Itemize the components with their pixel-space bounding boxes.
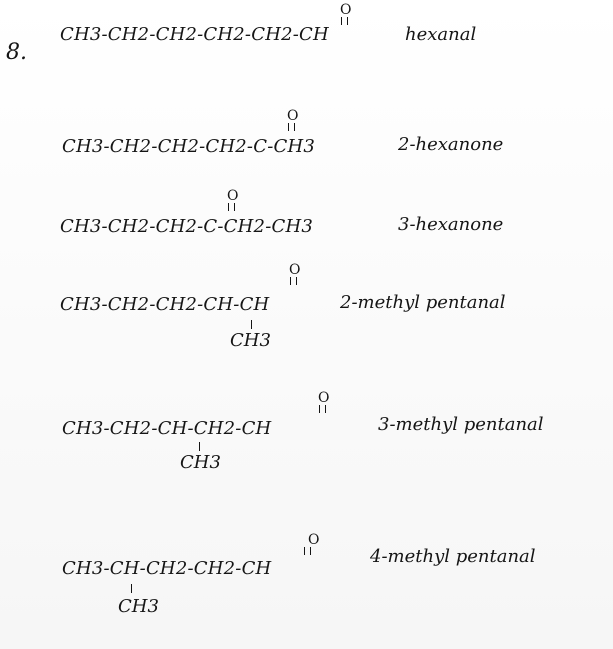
methyl-branch: CH3 [180,452,221,473]
carbonyl-oxygen: O [289,262,301,278]
compound-name: 2-hexanone [398,134,504,155]
carbonyl-double-bond [228,203,235,211]
carbonyl-oxygen: O [318,390,330,406]
branch-bond [251,320,252,329]
carbonyl-double-bond [290,277,297,285]
branch-bond [131,584,132,593]
carbonyl-double-bond [304,547,311,555]
compound-row: O CH3-CH2-CH2-CH2-C-CH3 2-hexanone [0,108,613,172]
compound-row: O CH3-CH2-CH-CH2-CH CH3 3-methyl pentana… [0,390,613,473]
condensed-formula: CH3-CH-CH2-CH2-CH [62,558,272,579]
condensed-formula: CH3-CH2-CH2-CH2-CH2-CH [60,24,329,45]
compound-name: 3-methyl pentanal [378,414,544,435]
methyl-branch: CH3 [118,596,159,617]
carbonyl-oxygen: O [308,532,320,548]
condensed-formula: CH3-CH2-CH2-C-CH2-CH3 [60,216,313,237]
condensed-formula: CH3-CH2-CH-CH2-CH [62,418,272,439]
carbonyl-double-bond [319,405,326,413]
condensed-formula: CH3-CH2-CH2-CH2-C-CH3 [62,136,315,157]
compound-name: 4-methyl pentanal [370,546,536,567]
problem-number: 8. [6,40,27,65]
carbonyl-oxygen: O [287,108,299,124]
carbonyl-double-bond [341,17,348,25]
carbonyl-double-bond [288,123,295,131]
compound-row: O CH3-CH-CH2-CH2-CH CH3 4-methyl pentana… [0,532,613,617]
compound-row: O CH3-CH2-CH2-CH2-CH2-CH hexanal [0,2,613,66]
branch-bond [199,442,200,451]
compound-row: O CH3-CH2-CH2-C-CH2-CH3 3-hexanone [0,188,613,252]
compound-name: 2-methyl pentanal [340,292,506,313]
compound-row: O CH3-CH2-CH2-CH-CH CH3 2-methyl pentana… [0,262,613,351]
carbonyl-oxygen: O [340,2,352,18]
methyl-branch: CH3 [230,330,271,351]
compound-name: 3-hexanone [398,214,504,235]
carbonyl-oxygen: O [227,188,239,204]
condensed-formula: CH3-CH2-CH2-CH-CH [60,294,270,315]
compound-name: hexanal [405,24,477,45]
